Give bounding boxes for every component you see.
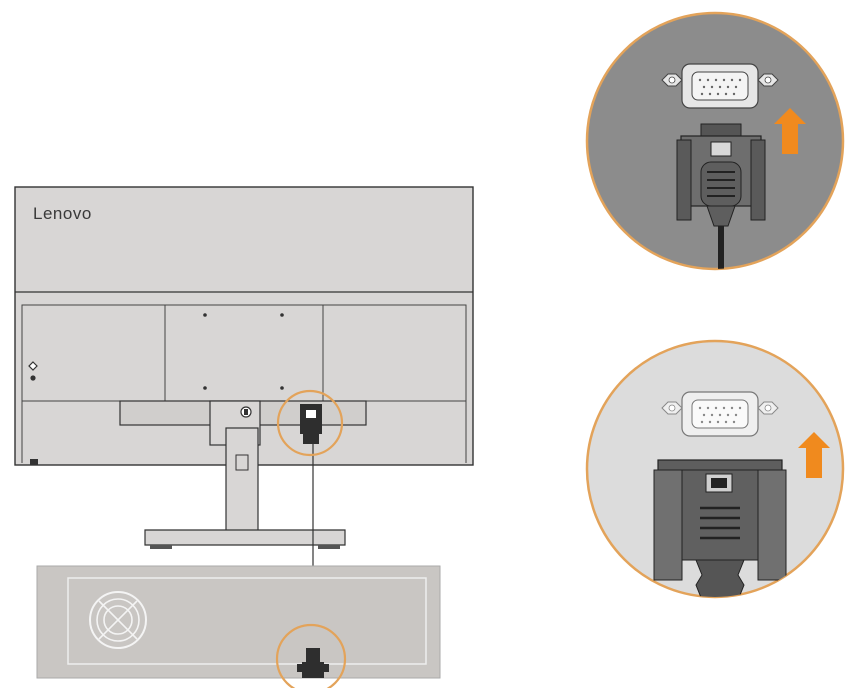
power-button-icon: [28, 361, 38, 381]
brand-logo: Lenovo: [33, 204, 92, 223]
zoom-detail-bottom: [585, 339, 845, 599]
monitor-port-highlight: [276, 389, 344, 457]
vesa-hole: [203, 313, 207, 317]
vesa-hole: [203, 386, 207, 390]
vesa-hole: [280, 313, 284, 317]
stand-base: [144, 529, 346, 546]
computer-port-highlight: [275, 623, 347, 693]
computer-case: [36, 565, 441, 679]
vga-plug-on-monitor: [300, 404, 322, 444]
fan-grille-icon: [89, 591, 147, 649]
monitor-rear: [14, 186, 474, 466]
vesa-hole: [280, 386, 284, 390]
zoom-detail-top: [585, 11, 845, 271]
up-arrow-icon: [774, 108, 806, 154]
up-arrow-icon: [798, 432, 830, 478]
monitor-stand: [144, 427, 346, 549]
lock-slot-icon: [240, 406, 252, 418]
vga-plug-on-computer: [297, 648, 329, 678]
